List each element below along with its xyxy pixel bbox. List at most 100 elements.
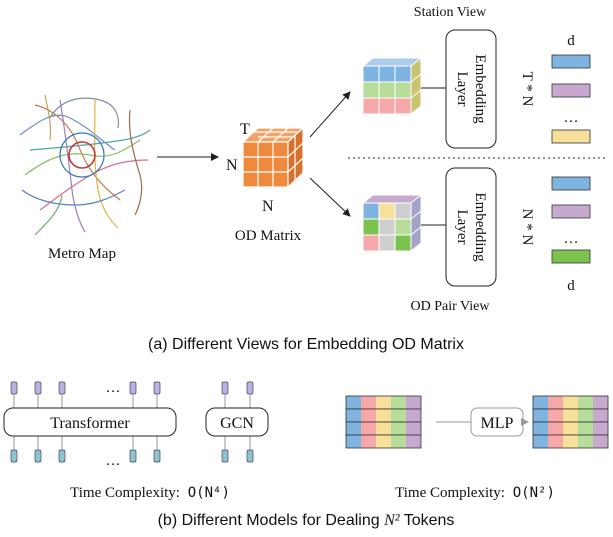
transformer-input-token — [58, 449, 66, 463]
transformer-output-token — [58, 381, 66, 395]
matrix-cell — [578, 435, 593, 448]
transformer-bottom-tokens — [10, 436, 161, 463]
od-matrix-label: OD Matrix — [235, 228, 302, 244]
transformer-label: Transformer — [50, 415, 130, 432]
transformer-bottom-ellipsis: … — [106, 453, 121, 469]
arrow-to-station-view — [309, 91, 351, 138]
gcn-label: GCN — [220, 415, 254, 432]
matrix-cell — [376, 409, 391, 422]
transformer-top-ellipsis: … — [106, 380, 121, 396]
station-tokens-ellipsis: … — [564, 110, 579, 126]
matrix-row — [532, 434, 609, 449]
station-embedding-line1: Embedding — [472, 54, 488, 124]
transformer-input-token — [34, 449, 42, 463]
odpair-token — [551, 176, 591, 191]
matrix-cell — [376, 396, 391, 409]
gcn-top-tokens — [221, 381, 254, 408]
mlp-label: MLP — [481, 415, 514, 432]
odpair-embedding-line1: Embedding — [472, 192, 488, 262]
metro-map-label: Metro Map — [48, 246, 116, 262]
matrix-cell — [391, 396, 406, 409]
matrix-cell — [563, 396, 578, 409]
odpair-tokens-ellipsis: … — [564, 231, 579, 247]
matrix-cell — [533, 435, 548, 448]
matrix-cell — [361, 435, 376, 448]
matrix-cell — [578, 396, 593, 409]
odpair-token — [551, 249, 591, 264]
transformer-output-token — [153, 381, 161, 395]
gcn-block — [205, 407, 269, 437]
matrix-cell — [406, 435, 421, 448]
matrix-cell — [563, 422, 578, 435]
token-dim-bottom-label: d — [567, 278, 575, 294]
transformer-input-token — [153, 449, 161, 463]
transformer-output-token — [10, 381, 18, 395]
station-embedding-layer — [445, 29, 497, 149]
gcn-bottom-tokens — [221, 436, 254, 463]
cube-n-bottom-label: N — [262, 198, 274, 215]
station-embedding-line2: Layer — [454, 72, 470, 107]
matrix-cell — [346, 422, 361, 435]
cube-t-label: T — [240, 121, 250, 138]
matrix-cell — [533, 396, 548, 409]
gcn-input-token — [221, 449, 229, 463]
gcn-input-token — [246, 449, 254, 463]
transformer-top-tokens — [10, 381, 161, 408]
matrix-row — [345, 434, 422, 449]
od-matrix-cube — [241, 126, 305, 189]
matrix-cell — [548, 422, 563, 435]
odpair-embedding-layer — [445, 167, 497, 287]
matrix-cell — [361, 409, 376, 422]
matrix-cell — [593, 435, 608, 448]
matrix-cell — [533, 422, 548, 435]
matrix-cell — [391, 422, 406, 435]
station-token — [551, 54, 591, 69]
cube-n-left-label: N — [226, 157, 238, 174]
transformer-output-token — [129, 381, 137, 395]
time-complexity-left: Time Complexity: O(N⁴) — [70, 485, 230, 501]
matrix-cell — [548, 435, 563, 448]
odpair-embedding-line2: Layer — [454, 210, 470, 245]
matrix-cell — [593, 396, 608, 409]
station-token — [551, 83, 591, 98]
matrix-cell — [578, 409, 593, 422]
matrix-cell — [548, 409, 563, 422]
token-dim-top-label: d — [567, 33, 575, 49]
matrix-cell — [593, 422, 608, 435]
matrix-cell — [406, 422, 421, 435]
gcn-output-token — [246, 381, 254, 395]
odpair-token — [551, 204, 591, 219]
matrix-cell — [346, 409, 361, 422]
transformer-block — [3, 407, 177, 437]
matrix-cell — [593, 409, 608, 422]
transformer-input-token — [10, 449, 18, 463]
matrix-cell — [406, 396, 421, 409]
time-complexity-right: Time Complexity: O(N²) — [395, 485, 555, 501]
matrix-cell — [346, 396, 361, 409]
odpair-view-cube — [361, 193, 423, 253]
matrix-cell — [346, 435, 361, 448]
gcn-output-token — [221, 381, 229, 395]
mlp-input-matrix — [345, 395, 422, 449]
matrix-cell — [361, 422, 376, 435]
matrix-cell — [391, 409, 406, 422]
matrix-cell — [563, 409, 578, 422]
mlp-output-matrix — [532, 395, 609, 449]
transformer-input-token — [129, 449, 137, 463]
matrix-cell — [376, 422, 391, 435]
metro-map-icon — [19, 94, 151, 236]
odpair-dim-label: N * N — [519, 209, 535, 246]
matrix-cell — [406, 409, 421, 422]
matrix-cell — [391, 435, 406, 448]
matrix-cell — [548, 396, 563, 409]
transformer-output-token — [34, 381, 42, 395]
matrix-cell — [578, 422, 593, 435]
station-token — [551, 129, 591, 144]
matrix-cell — [376, 435, 391, 448]
station-view-title: Station View — [414, 5, 487, 20]
station-view-cube — [361, 56, 423, 116]
odpair-view-title: OD Pair View — [410, 299, 490, 314]
matrix-cell — [533, 409, 548, 422]
arrow-to-odpair-view — [309, 177, 351, 217]
